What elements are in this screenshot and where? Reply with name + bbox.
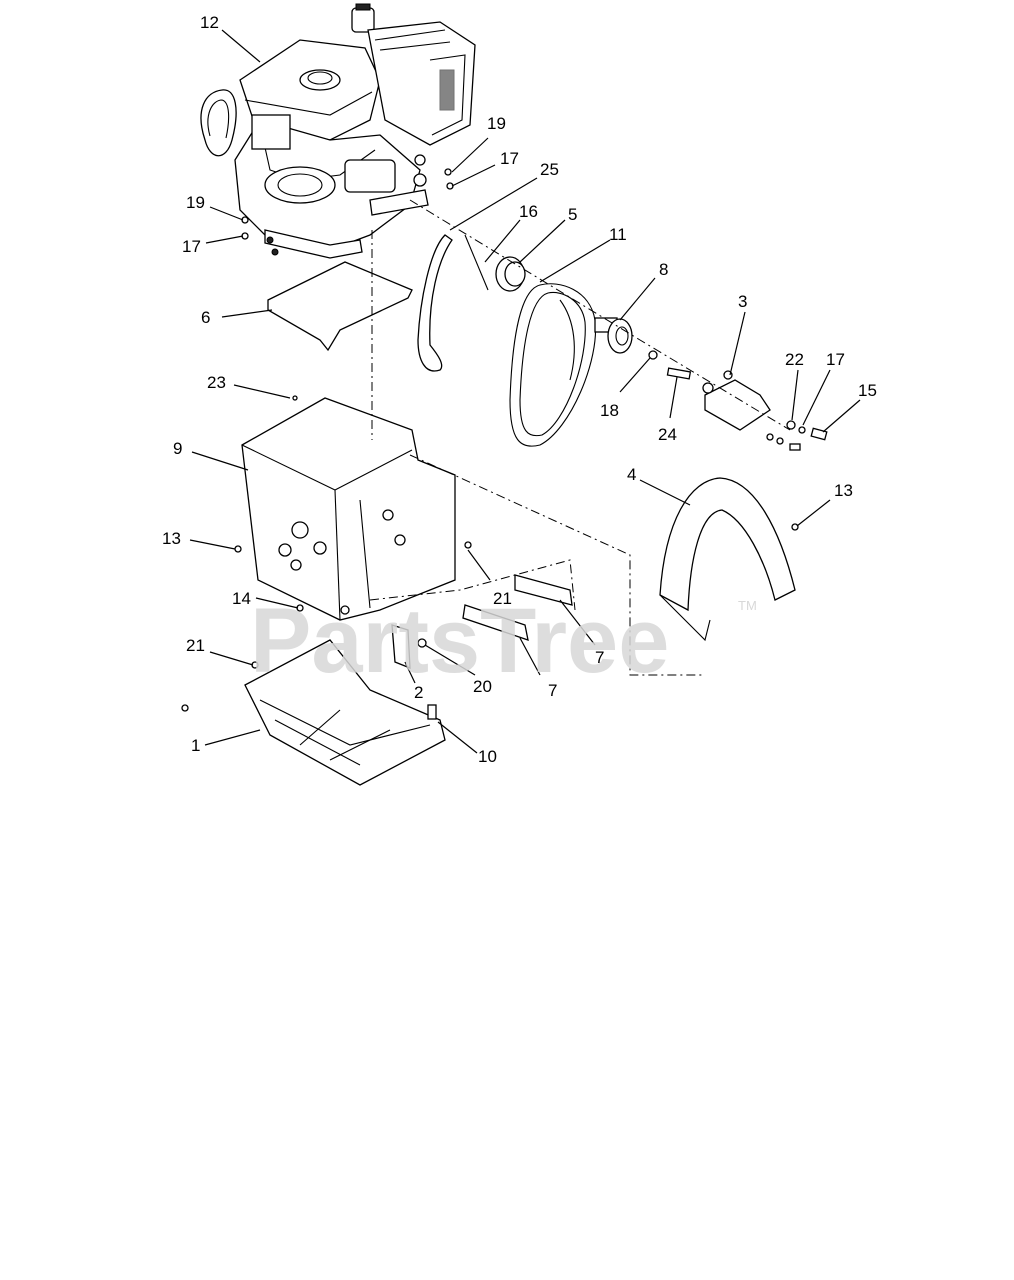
callout-20: 20 — [473, 677, 492, 696]
callout-1: 1 — [191, 736, 200, 755]
plate-part-6 — [267, 261, 413, 352]
callout-17: 17 — [500, 149, 519, 168]
callout-16: 16 — [519, 202, 538, 221]
callout-7: 7 — [595, 648, 604, 667]
plate-part-7-upper — [514, 574, 573, 606]
base-part-1 — [244, 639, 446, 786]
leader-lines — [189, 29, 861, 754]
callout-5: 5 — [568, 205, 577, 224]
callout-3: 3 — [738, 292, 747, 311]
callout-17: 17 — [182, 237, 201, 256]
callout-13: 13 — [162, 529, 181, 548]
callout-14: 14 — [232, 589, 251, 608]
callout-18: 18 — [600, 401, 619, 420]
callout-19: 19 — [186, 193, 205, 212]
bracket-part-2 — [391, 624, 411, 669]
watermark-tm: TM — [738, 598, 757, 613]
callout-8: 8 — [659, 260, 668, 279]
cover-part-4-edge — [659, 594, 711, 642]
pulley-part-8 — [594, 317, 633, 354]
callout-10: 10 — [478, 747, 497, 766]
callout-9: 9 — [173, 439, 182, 458]
callout-24: 24 — [658, 425, 677, 444]
plate-part-7-lower — [462, 604, 529, 641]
callout-4: 4 — [627, 465, 636, 484]
assembly-lines — [369, 199, 791, 676]
callout-labels: 12 19 17 25 19 17 16 5 11 8 6 3 22 17 15… — [162, 13, 877, 766]
pulley-part-5 — [464, 234, 526, 292]
callout-2: 2 — [414, 683, 423, 702]
callout-15: 15 — [858, 381, 877, 400]
belt-part-11 — [509, 283, 597, 447]
callout-21: 21 — [186, 636, 205, 655]
callout-11: 11 — [609, 225, 627, 244]
frame-part-9 — [241, 397, 456, 621]
fasteners-lower — [181, 395, 799, 712]
belt-guard-part-25 — [417, 234, 453, 372]
callout-22: 22 — [785, 350, 804, 369]
callout-21: 21 — [493, 589, 512, 608]
callout-23: 23 — [207, 373, 226, 392]
washer-part-18 — [648, 350, 658, 360]
callout-7: 7 — [548, 681, 557, 700]
callout-6: 6 — [201, 308, 210, 327]
bracket-part-3 — [702, 370, 771, 431]
callout-25: 25 — [540, 160, 559, 179]
callout-13: 13 — [834, 481, 853, 500]
pin-part-24 — [666, 367, 692, 380]
cover-part-4 — [659, 477, 796, 612]
watermark-text: PartsTree — [250, 590, 669, 692]
callout-17: 17 — [826, 350, 845, 369]
hardware-parts-22-17-15 — [766, 420, 828, 451]
callout-12: 12 — [200, 13, 219, 32]
engine-part-12 — [200, 3, 476, 259]
callout-19: 19 — [487, 114, 506, 133]
